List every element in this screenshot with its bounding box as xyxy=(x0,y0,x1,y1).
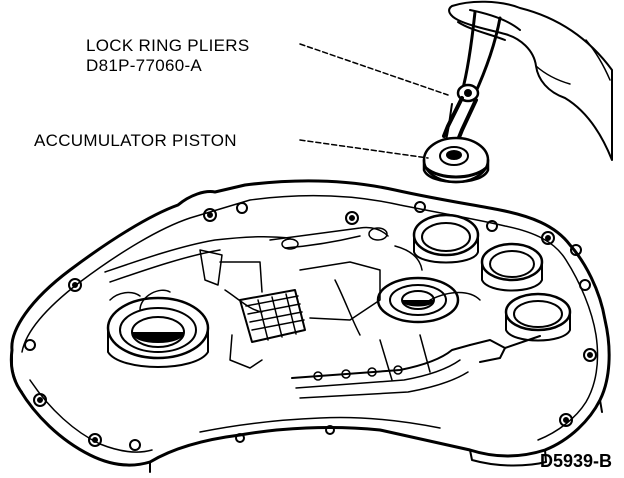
servo-bore-1 xyxy=(412,213,480,264)
lock-ring-pliers-part-number: D81P-77060-A xyxy=(86,56,203,75)
accumulator-bore xyxy=(504,292,572,342)
lock-ring-pliers-name: LOCK RING PLIERS xyxy=(86,36,250,55)
valve-body-detail xyxy=(104,226,481,369)
lock-ring-pliers-label: LOCK RING PLIERS D81P-77060-A xyxy=(86,36,250,76)
accumulator-piston-label: ACCUMULATOR PISTON xyxy=(34,131,237,150)
center-hub xyxy=(376,276,460,324)
bolt-bosses xyxy=(24,201,597,451)
transmission-case xyxy=(9,179,611,473)
pliers-leader-line xyxy=(299,43,449,96)
figure-id: D5939-B xyxy=(539,451,612,471)
valve-channel xyxy=(291,334,541,399)
accumulator-leader-line xyxy=(299,139,429,159)
servo-bore-2 xyxy=(480,242,544,292)
lock-ring-pliers xyxy=(442,10,502,142)
filter-block xyxy=(239,289,306,343)
accumulator-piston xyxy=(422,136,490,184)
main-bore xyxy=(106,296,210,368)
